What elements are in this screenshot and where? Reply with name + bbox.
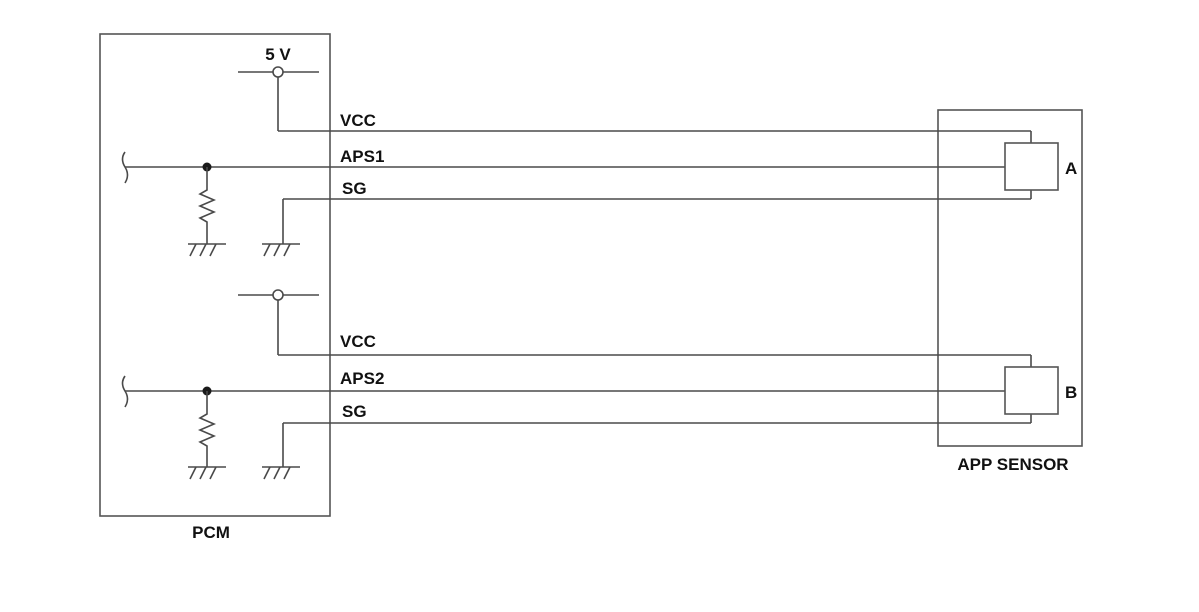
ground-symbol-4 (262, 466, 300, 480)
sg-label-2: SG (342, 402, 367, 421)
app-sensor-label: APP SENSOR (957, 455, 1068, 474)
sensor-element-b-label: B (1065, 383, 1077, 402)
sg-label-1: SG (342, 179, 367, 198)
aps1-label: APS1 (340, 147, 384, 166)
ground-symbol-1 (188, 243, 226, 257)
sensor-element-b (1004, 366, 1059, 415)
pull-down-resistor-2 (197, 391, 217, 467)
sensor-element-a-label: A (1065, 159, 1077, 178)
supply-terminal-2 (272, 289, 284, 301)
app-sensor-box (937, 109, 1083, 447)
vcc-label-1: VCC (340, 111, 376, 130)
sensor-element-a (1004, 142, 1059, 191)
pull-down-resistor-1 (197, 167, 217, 244)
circuit-2: VCC APS2 SG B (121, 289, 1077, 480)
pcm-label: PCM (192, 523, 230, 542)
aps2-label: APS2 (340, 369, 384, 388)
supply-terminal-1 (272, 66, 284, 78)
supply-voltage-label: 5 V (265, 45, 291, 64)
circuit-1: 5 V VCC APS1 SG (121, 45, 1077, 257)
ground-symbol-3 (188, 466, 226, 480)
ground-symbol-2 (262, 243, 300, 257)
pcm-box (99, 33, 331, 517)
vcc-label-2: VCC (340, 332, 376, 351)
